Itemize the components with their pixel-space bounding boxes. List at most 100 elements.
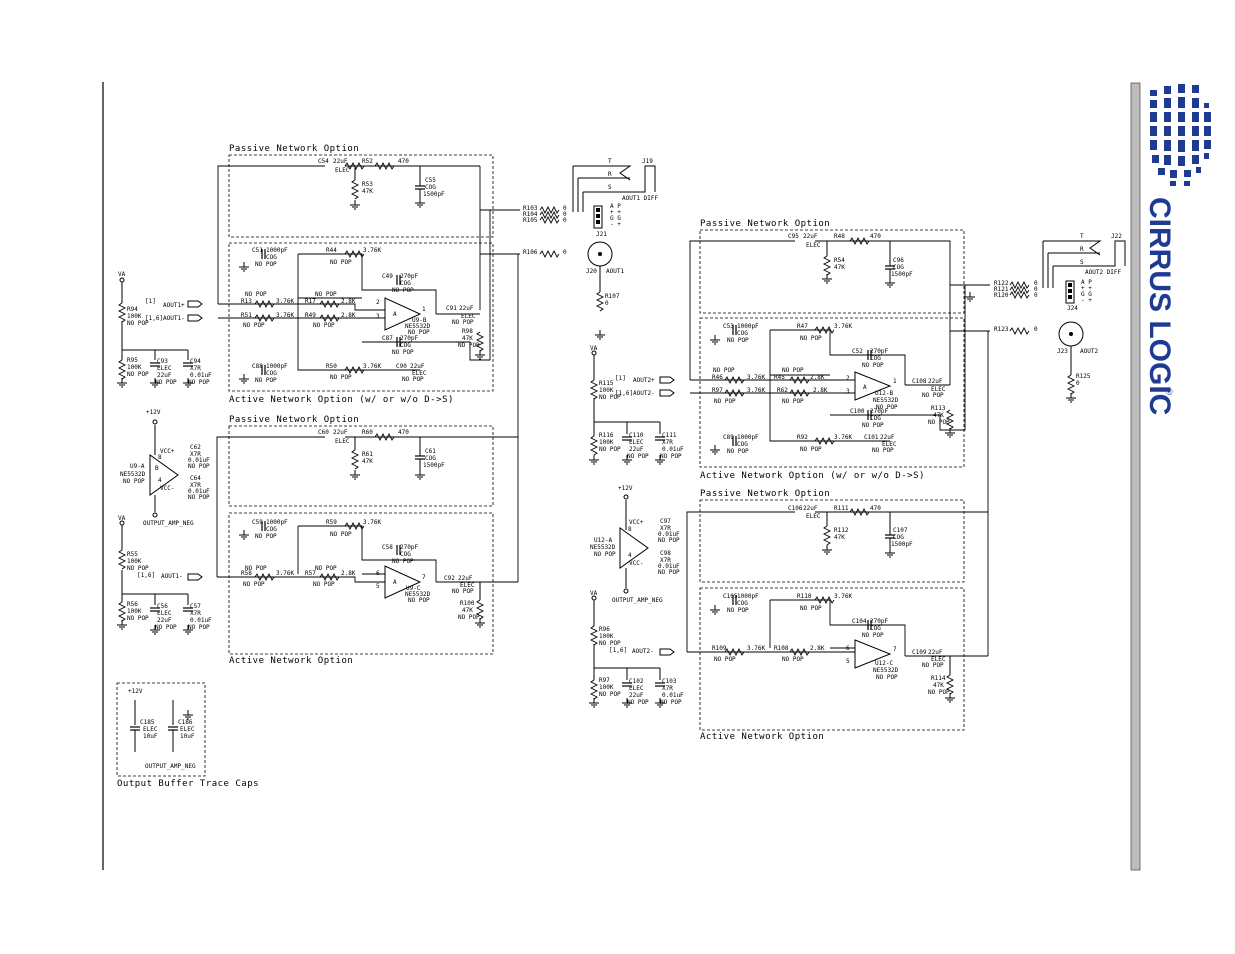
net-flag-aout2p xyxy=(659,376,675,384)
svg-text:COG: COG xyxy=(266,370,277,377)
svg-text:R13: R13 xyxy=(241,298,252,305)
svg-text:A: A xyxy=(393,579,397,586)
svg-text:R115: R115 xyxy=(599,380,614,387)
svg-text:0: 0 xyxy=(563,217,567,224)
svg-text:22uF: 22uF xyxy=(458,575,473,582)
svg-text:VCC-: VCC- xyxy=(160,485,174,492)
svg-text:ELEC: ELEC xyxy=(931,386,946,393)
cap-c96 xyxy=(884,241,896,288)
svg-text:ELEC: ELEC xyxy=(806,242,821,249)
svg-text:1500pF: 1500pF xyxy=(423,191,445,198)
svg-text:X7R: X7R xyxy=(660,557,671,564)
svg-text:R: R xyxy=(608,171,612,178)
svg-text:COG: COG xyxy=(266,526,277,533)
svg-text:+ +: + + xyxy=(610,209,621,216)
svg-text:NO POP: NO POP xyxy=(928,419,950,426)
svg-text:10uF: 10uF xyxy=(180,733,195,740)
svg-text:ELEC: ELEC xyxy=(157,365,172,372)
svg-text:22uF: 22uF xyxy=(333,158,348,165)
box-passive-1 xyxy=(228,154,494,238)
svg-text:T: T xyxy=(1080,233,1084,240)
svg-text:ELEC: ELEC xyxy=(335,438,350,445)
svg-text:2: 2 xyxy=(376,299,380,306)
svg-text:4: 4 xyxy=(628,552,632,559)
ground-j22 xyxy=(964,291,976,302)
svg-text:C110: C110 xyxy=(629,432,644,439)
svg-text:C62: C62 xyxy=(190,444,201,451)
svg-text:C95: C95 xyxy=(788,233,799,240)
svg-text:R46: R46 xyxy=(712,374,723,381)
svg-text:NO POP: NO POP xyxy=(245,565,267,572)
svg-text:47K: 47K xyxy=(462,607,473,614)
svg-text:C106: C106 xyxy=(788,505,803,512)
svg-text:0.01uF: 0.01uF xyxy=(658,563,680,570)
svg-text:AOUT2: AOUT2 xyxy=(1080,348,1098,355)
svg-text:R96: R96 xyxy=(599,626,610,633)
svg-text:100K: 100K xyxy=(599,439,614,446)
svg-text:R49: R49 xyxy=(305,312,316,319)
svg-text:C49: C49 xyxy=(382,273,393,280)
svg-text:1000pF: 1000pF xyxy=(266,247,288,254)
svg-text:NO POP: NO POP xyxy=(408,329,430,336)
svg-text:470: 470 xyxy=(870,505,881,512)
svg-text:NE5532D: NE5532D xyxy=(873,667,899,674)
resistor-r55 xyxy=(118,525,126,570)
svg-text:+ +: + + xyxy=(1081,285,1092,292)
svg-text:NO POP: NO POP xyxy=(660,453,682,460)
resistor-r103-105 xyxy=(539,206,560,224)
svg-text:2.8K: 2.8K xyxy=(810,645,825,652)
cap-c61 xyxy=(414,437,426,480)
title-active-1: Active Network Option (w/ or w/o D->S) xyxy=(229,395,454,405)
svg-text:1500pF: 1500pF xyxy=(891,271,913,278)
svg-text:R107: R107 xyxy=(605,293,620,300)
svg-text:VA: VA xyxy=(590,590,598,597)
resistor-r115 xyxy=(590,355,598,422)
svg-text:+12V: +12V xyxy=(128,688,143,695)
wires-left xyxy=(216,165,520,583)
svg-text:C53: C53 xyxy=(723,323,734,330)
svg-text:U12-C: U12-C xyxy=(875,660,893,667)
svg-text:C107: C107 xyxy=(893,527,908,534)
svg-text:0.01uF: 0.01uF xyxy=(190,617,212,624)
svg-text:C58: C58 xyxy=(382,544,393,551)
svg-text:2.8K: 2.8K xyxy=(341,570,356,577)
svg-text:NO POP: NO POP xyxy=(127,320,149,327)
svg-text:R52: R52 xyxy=(362,158,373,165)
svg-text:5: 5 xyxy=(376,583,380,590)
svg-text:C54: C54 xyxy=(318,158,329,165)
svg-text:NO POP: NO POP xyxy=(862,632,884,639)
svg-text:R55: R55 xyxy=(127,551,138,558)
svg-text:R113: R113 xyxy=(931,405,946,412)
net-flag-aout1m xyxy=(187,314,203,322)
svg-text:C64: C64 xyxy=(190,475,201,482)
title-passive-2: Passive Network Option xyxy=(229,415,359,425)
svg-text:3.76K: 3.76K xyxy=(834,323,852,330)
svg-text:A P: A P xyxy=(1081,279,1092,286)
connector-j21 xyxy=(593,205,603,229)
title-caps: Output Buffer Trace Caps xyxy=(117,779,259,789)
svg-text:G G: G G xyxy=(1081,291,1092,298)
svg-text:ELEC: ELEC xyxy=(460,582,475,589)
svg-text:R120: R120 xyxy=(994,292,1009,299)
svg-text:R109: R109 xyxy=(712,645,727,652)
opamp-u12c xyxy=(854,639,892,669)
resistor-r95 xyxy=(116,350,128,388)
svg-text:ELEC: ELEC xyxy=(143,726,158,733)
svg-text:47K: 47K xyxy=(834,264,845,271)
opamp-u9c xyxy=(384,565,422,599)
svg-text:NO POP: NO POP xyxy=(255,261,277,268)
resistor-r54 xyxy=(821,241,833,284)
svg-text:[1,6]: [1,6] xyxy=(137,572,155,579)
logo-text: CIRRUS LOGIC xyxy=(1143,197,1176,415)
svg-text:X7R: X7R xyxy=(662,685,673,692)
svg-text:R48: R48 xyxy=(834,233,845,240)
svg-text:NO POP: NO POP xyxy=(330,374,352,381)
cap-c186 xyxy=(167,700,194,752)
cap-c102 xyxy=(621,668,633,708)
svg-text:R121: R121 xyxy=(994,286,1009,293)
svg-text:NO POP: NO POP xyxy=(188,494,210,501)
svg-text:COG: COG xyxy=(737,441,748,448)
svg-text:X7R: X7R xyxy=(190,482,201,489)
svg-text:U12-A: U12-A xyxy=(594,537,612,544)
svg-text:NO POP: NO POP xyxy=(243,322,265,329)
